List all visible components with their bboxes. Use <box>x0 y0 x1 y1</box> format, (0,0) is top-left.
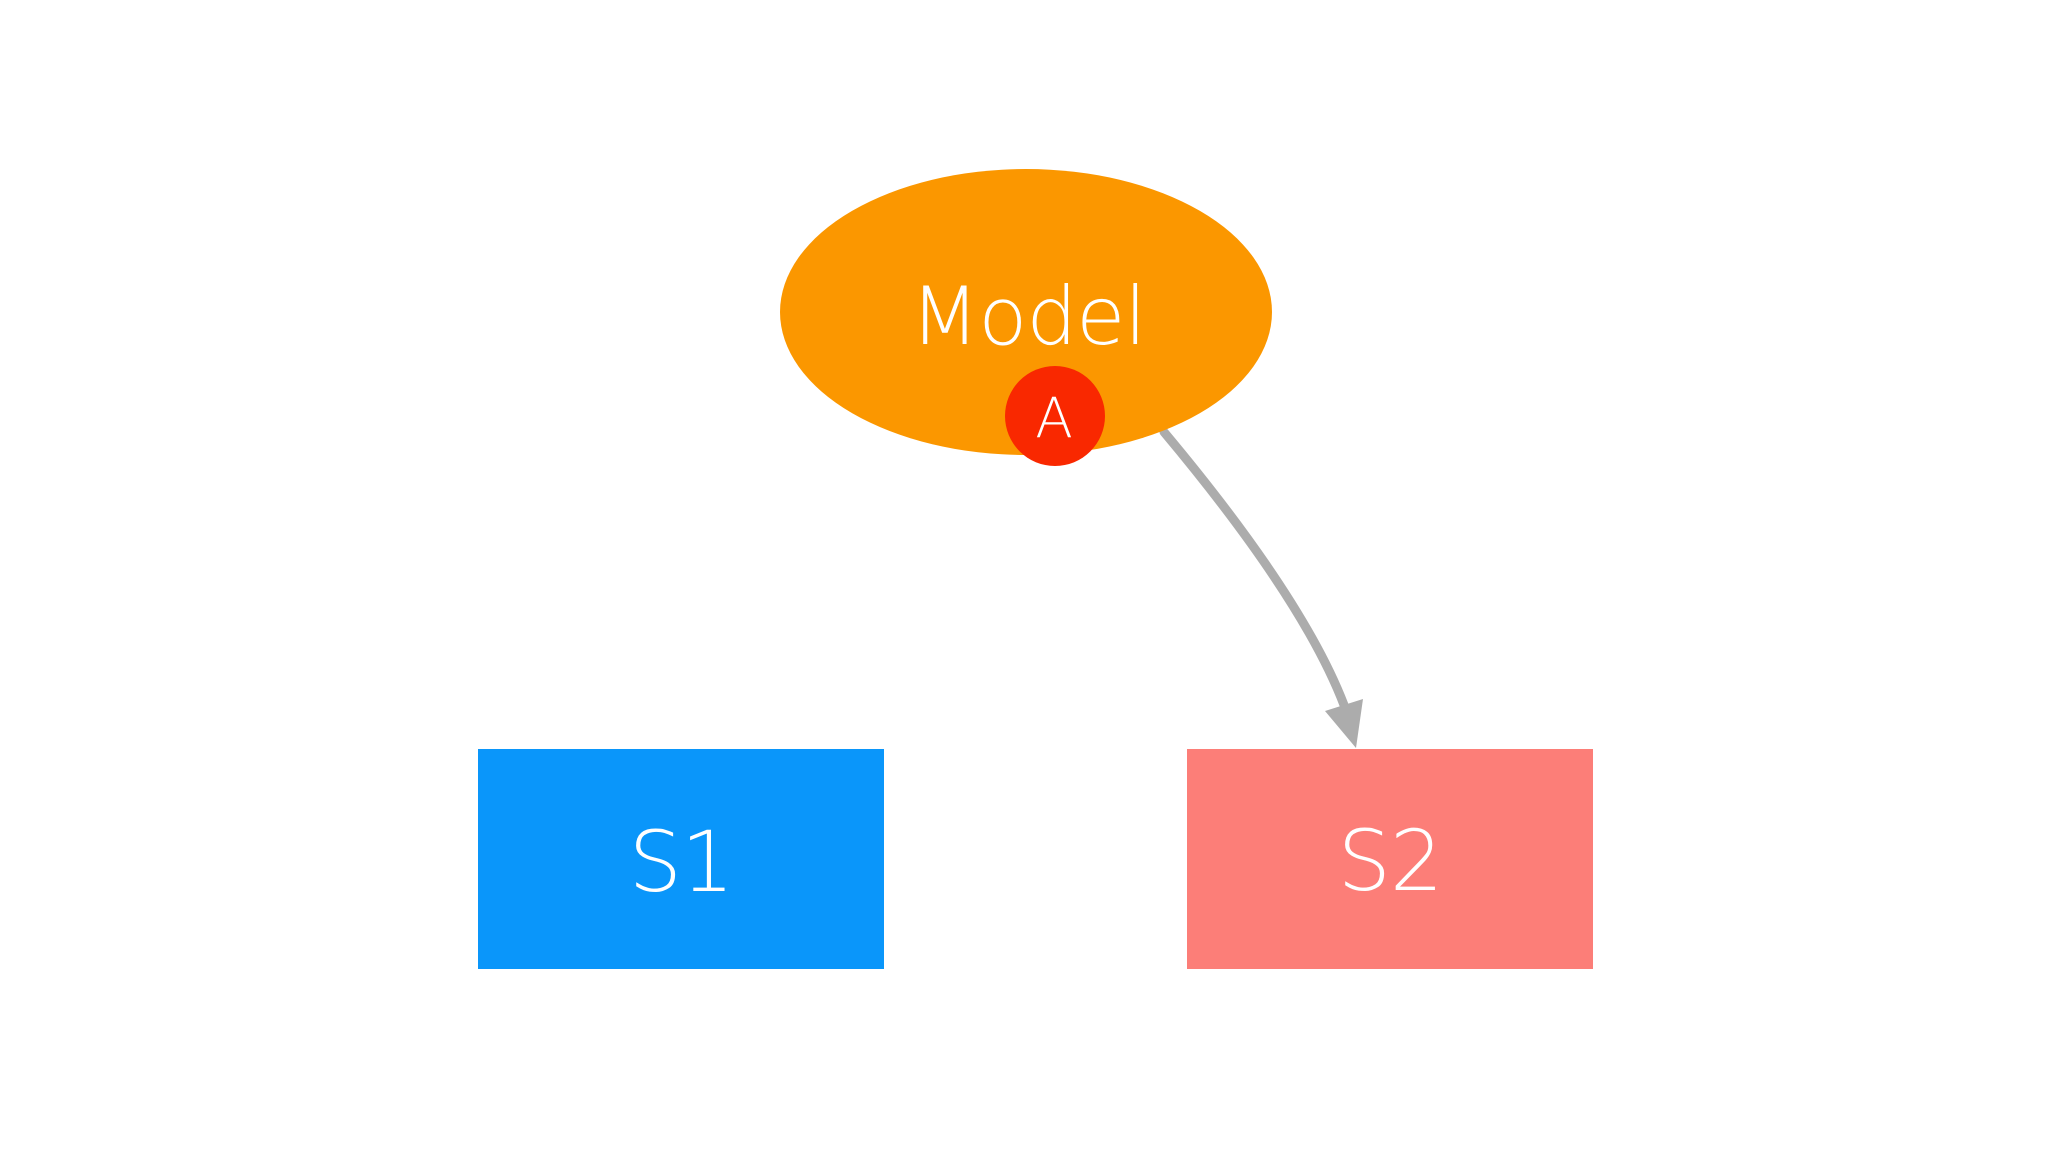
port-badge-a-label: A <box>1035 386 1073 450</box>
s2-node-label: S2 <box>1338 812 1443 910</box>
edge-model-to-s2 <box>1159 427 1349 710</box>
model-node <box>780 169 1272 455</box>
s2-node <box>1187 749 1593 969</box>
arrowhead-icon <box>1325 699 1363 748</box>
s1-node-label: S1 <box>629 813 734 911</box>
port-badge-a <box>1005 366 1105 466</box>
model-node-label: Model <box>910 270 1145 363</box>
s1-node <box>478 749 884 969</box>
